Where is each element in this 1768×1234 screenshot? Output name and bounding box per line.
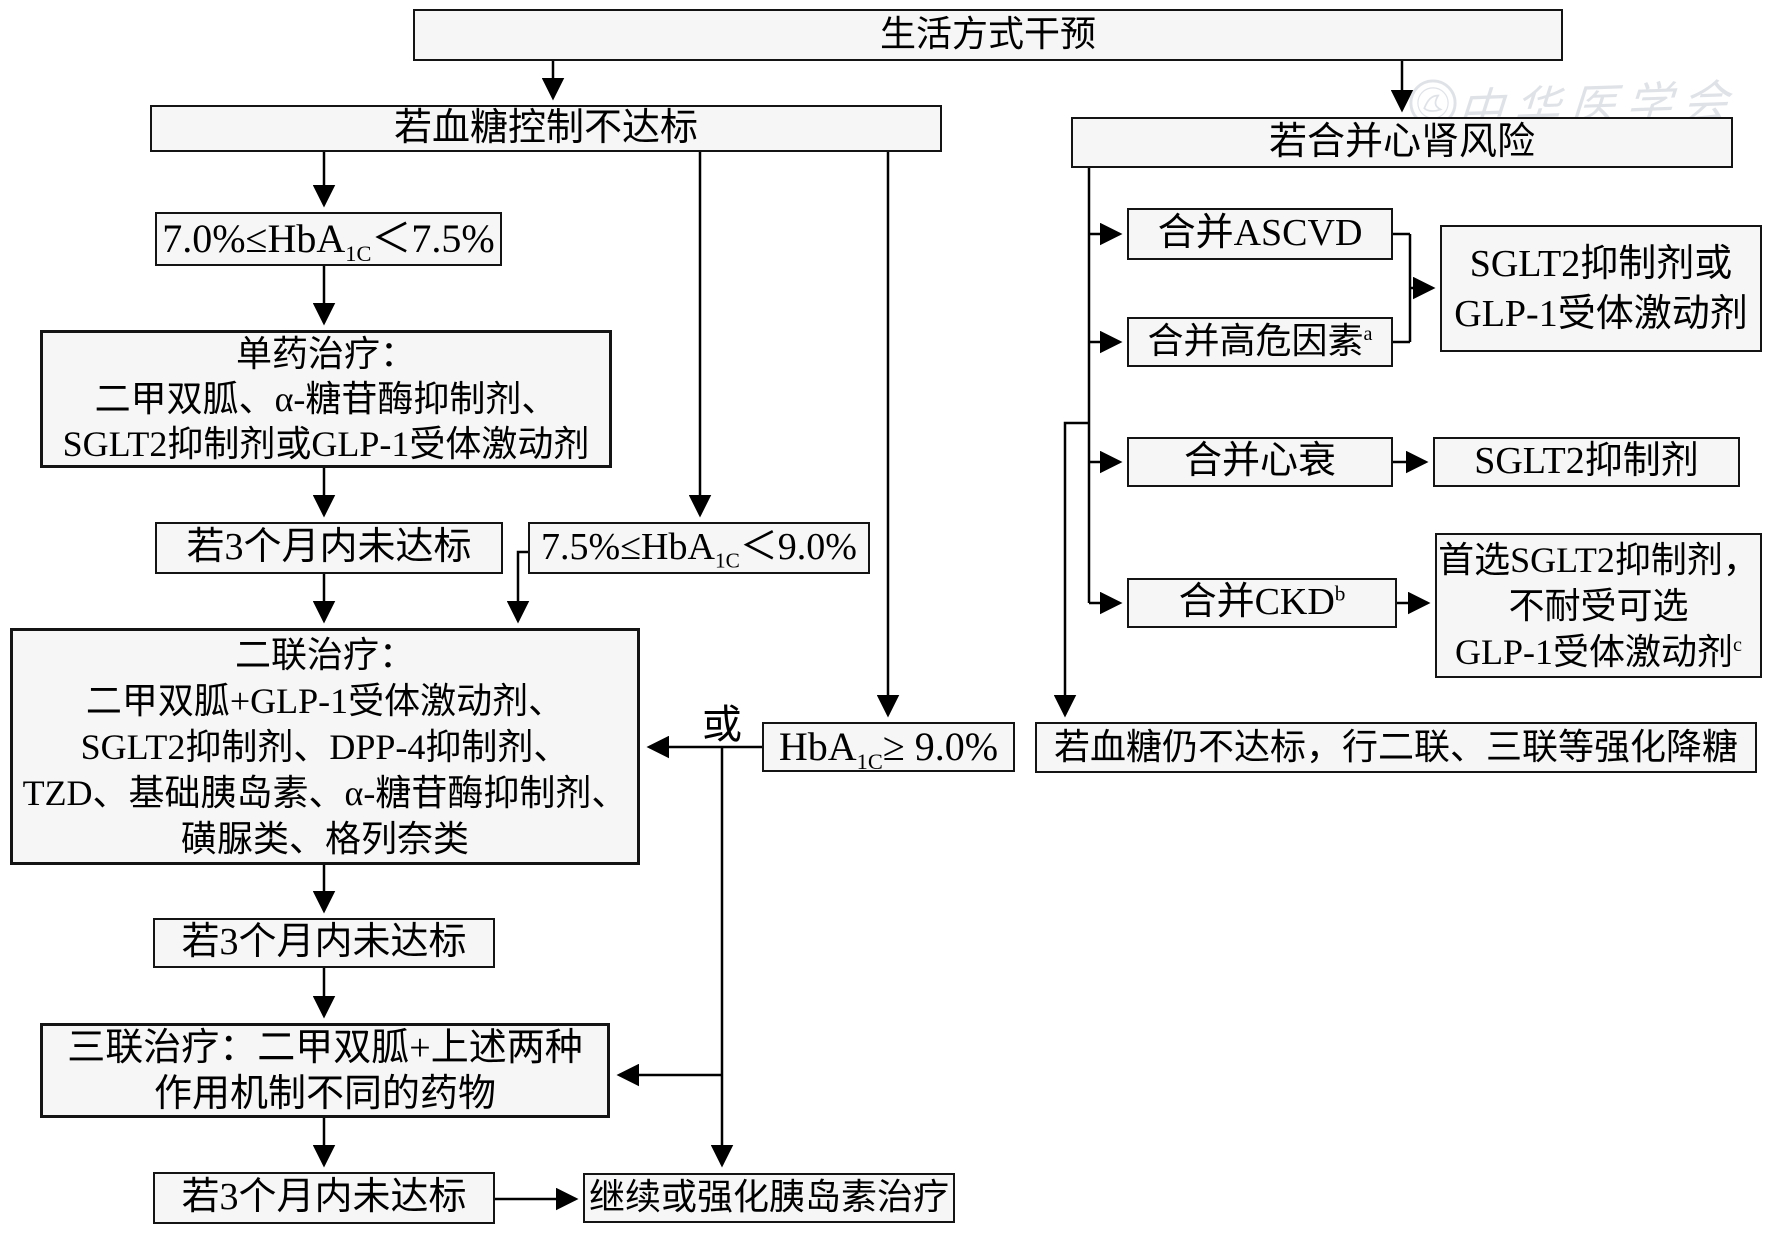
node-triple-therapy: 三联治疗：二甲双胍+上述两种 作用机制不同的药物 [40,1023,610,1118]
node-intensify-label: 若血糖仍不达标，行二联、三联等强化降糖 [1053,726,1738,767]
node-ascvd-drugs-label: SGLT2抑制剂或 GLP-1受体激动剂 [1454,242,1748,335]
node-triple-therapy-label: 三联治疗：二甲双胍+上述两种 作用机制不同的药物 [67,1026,583,1115]
node-hba1c-mid-label: 7.5%≤HbA1C＜9.0% [541,526,857,573]
node-hf-drug: SGLT2抑制剂 [1433,437,1740,487]
node-observe-2: 若3个月内未达标 [153,918,495,968]
node-hba1c-high-label: HbA1C≥ 9.0% [778,724,999,774]
or-label: 或 [702,702,742,747]
node-hba1c-high: HbA1C≥ 9.0% [762,722,1015,774]
node-dual-therapy: 二联治疗： 二甲双胍+GLP-1受体激动剂、 SGLT2抑制剂、DPP-4抑制剂… [10,628,640,865]
node-monotherapy-label: 单药治疗： 二甲双胍、α-糖苷酶抑制剂、 SGLT2抑制剂或GLP-1受体激动剂 [62,333,590,464]
node-glucose-branch-label: 若血糖控制不达标 [393,106,698,149]
node-ascvd-drugs: SGLT2抑制剂或 GLP-1受体激动剂 [1440,225,1762,352]
node-hf-drug-label: SGLT2抑制剂 [1474,440,1699,483]
node-hba1c-low-label: 7.0%≤HbA1C＜7.5% [162,216,495,266]
node-hba1c-low: 7.0%≤HbA1C＜7.5% [155,212,502,266]
node-cardiorenal-branch-label: 若合并心肾风险 [1268,120,1535,163]
node-ckd-drugs: 首选SGLT2抑制剂， 不耐受可选 GLP-1受体激动剂c [1435,533,1762,678]
node-insulin-therapy: 继续或强化胰岛素治疗 [583,1173,955,1223]
node-ckd-drugs-label: 首选SGLT2抑制剂， 不耐受可选 GLP-1受体激动剂c [1438,539,1759,672]
node-dual-therapy-label: 二联治疗： 二甲双胍+GLP-1受体激动剂、 SGLT2抑制剂、DPP-4抑制剂… [22,634,628,859]
node-observe-3-label: 若3个月内未达标 [181,1176,467,1219]
node-heart-failure: 合并心衰 [1127,437,1393,487]
node-ascvd: 合并ASCVD [1127,208,1393,260]
node-insulin-therapy-label: 继续或强化胰岛素治疗 [588,1177,949,1218]
node-high-risk: 合并高危因素a [1127,317,1393,367]
node-ckd-label: 合并CKDb [1178,581,1346,624]
node-high-risk-label: 合并高危因素a [1147,321,1373,362]
node-hba1c-mid: 7.5%≤HbA1C＜9.0% [528,522,870,574]
node-observe-1-label: 若3个月内未达标 [186,526,472,569]
node-observe-3: 若3个月内未达标 [153,1172,495,1224]
node-ascvd-label: 合并ASCVD [1157,212,1363,255]
node-heart-failure-label: 合并心衰 [1183,440,1336,483]
node-cardiorenal-branch: 若合并心肾风险 [1071,117,1733,168]
node-observe-1: 若3个月内未达标 [155,522,503,574]
node-intensify: 若血糖仍不达标，行二联、三联等强化降糖 [1035,722,1757,773]
node-lifestyle-label: 生活方式干预 [879,14,1096,55]
node-ckd: 合并CKDb [1127,578,1397,628]
node-observe-2-label: 若3个月内未达标 [181,921,467,964]
node-monotherapy: 单药治疗： 二甲双胍、α-糖苷酶抑制剂、 SGLT2抑制剂或GLP-1受体激动剂 [40,330,612,468]
node-glucose-branch: 若血糖控制不达标 [150,105,942,152]
node-lifestyle: 生活方式干预 [413,9,1563,61]
